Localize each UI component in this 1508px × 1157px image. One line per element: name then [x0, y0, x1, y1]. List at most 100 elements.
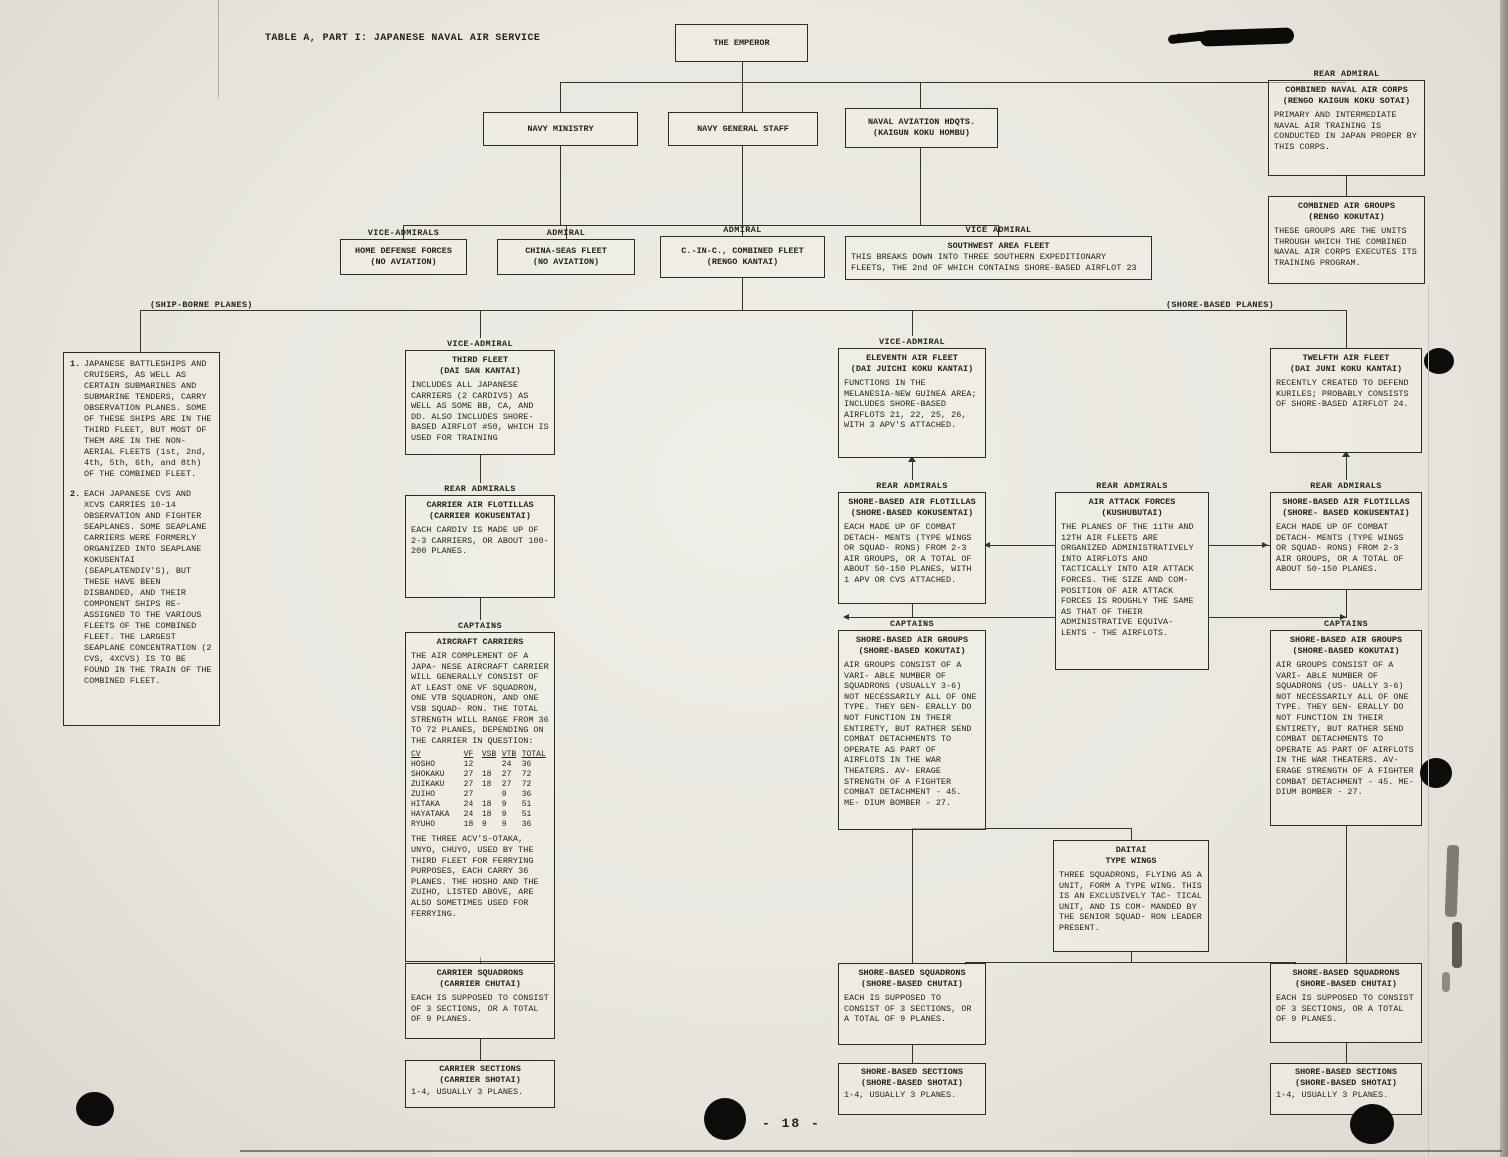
table-cell: 18	[481, 800, 492, 810]
connector-line	[480, 1039, 481, 1060]
node-naval-aviation-hq: NAVAL AVIATION HDQTS. (KAIGUN KOKU HOMBU…	[845, 108, 998, 148]
node-body: RECENTLY CREATED TO DEFEND KURILES; PROB…	[1276, 378, 1409, 410]
node-subtitle: (RENGO KANTAI)	[706, 257, 779, 267]
node-subtitle: (KAIGUN KOKU HOMBU)	[873, 128, 970, 138]
table-cell: 12	[463, 760, 474, 770]
node-subtitle: (DAI JUICHI KOKU KANTAI)	[850, 364, 974, 374]
connector-line	[1346, 176, 1347, 196]
connector-line	[998, 225, 999, 236]
node-title: SHORE-BASED SQUADRONS	[1292, 968, 1400, 978]
node-body: THIS BREAKS DOWN INTO THREE SOUTHERN EXP…	[851, 252, 1137, 273]
table-cell: 51	[521, 810, 532, 820]
node-title: TWELFTH AIR FLEET	[1302, 353, 1390, 363]
table-cell: 24	[463, 810, 474, 820]
connector-line	[920, 82, 921, 108]
redaction-blob	[1199, 27, 1295, 47]
node-carrier-air-flotillas: REAR ADMIRALS CARRIER AIR FLOTILLAS (CAR…	[405, 483, 555, 598]
arrow-left-icon	[843, 614, 849, 620]
node-title: COMBINED AIR GROUPS	[1298, 201, 1395, 211]
table-header-cell: TOTAL	[521, 750, 546, 760]
node-title: C.-IN-C., COMBINED FLEET	[681, 246, 804, 256]
node-title: NAVY GENERAL STAFF	[697, 123, 789, 134]
connector-line	[560, 146, 561, 225]
table-cell: 9	[481, 820, 487, 830]
node-shore-based-air-groups-12: CAPTAINS SHORE-BASED AIR GROUPS (SHORE-B…	[1270, 618, 1422, 826]
node-shore-based-squadrons-11: SHORE-BASED SQUADRONS (SHORE-BASED CHUTA…	[838, 963, 986, 1045]
connector-line	[845, 617, 1055, 618]
node-subtitle: (SHORE-BASED KOKUTAI)	[858, 646, 966, 656]
node-subtitle: (CARRIER CHUTAI)	[439, 979, 521, 989]
node-title: SHORE-BASED AIR GROUPS	[855, 635, 969, 645]
ink-smudge	[1452, 922, 1462, 968]
connector-line	[560, 82, 1346, 83]
node-body: INCLUDES ALL JAPANESE CARRIERS (2 CARDIV…	[411, 380, 549, 443]
node-subtitle: (KUSHUBUTAI)	[1101, 508, 1163, 518]
node-body: AIR GROUPS CONSIST OF A VARI- ABLE NUMBE…	[844, 660, 977, 808]
arrow-up-icon	[1342, 451, 1350, 457]
node-navy-general-staff: NAVY GENERAL STAFF	[668, 112, 818, 146]
connector-line	[742, 278, 743, 310]
ink-smudge	[1442, 972, 1450, 992]
table-cell: SHOKAKU	[411, 770, 445, 780]
connector-line	[912, 458, 913, 480]
node-air-attack-forces: REAR ADMIRALS AIR ATTACK FORCES (KUSHUBU…	[1055, 480, 1209, 670]
table-cell: 36	[521, 790, 532, 800]
table-header-cell: VTB	[501, 750, 517, 760]
table-cell: 24	[463, 800, 474, 810]
table-cell: 9	[501, 800, 507, 810]
node-title: SHORE-BASED SQUADRONS	[858, 968, 966, 978]
branch-label-shore-based: (SHORE-BASED PLANES)	[1166, 300, 1275, 310]
node-shore-based-sections-11: SHORE-BASED SECTIONS (SHORE-BASED SHOTAI…	[838, 1063, 986, 1115]
table-header-cell: VF	[463, 750, 474, 760]
connector-line	[140, 310, 1346, 311]
rank-label: ADMIRAL	[546, 228, 586, 238]
table-cell: 36	[521, 760, 532, 770]
page-title: TABLE A, PART I: JAPANESE NAVAL AIR SERV…	[265, 33, 541, 44]
rank-label: CAPTAINS	[457, 621, 502, 631]
node-title: THE EMPEROR	[713, 37, 770, 48]
node-title: THIRD FLEET	[451, 355, 509, 365]
table-cell: 27	[501, 780, 512, 790]
node-combined-naval-air-corps: REAR ADMIRAL COMBINED NAVAL AIR CORPS (R…	[1268, 68, 1425, 176]
node-body: EACH MADE UP OF COMBAT DETACH- MENTS (TY…	[844, 522, 972, 585]
table-cell: RYUHO	[411, 820, 436, 830]
node-china-seas-fleet: ADMIRAL CHINA-SEAS FLEET (NO AVIATION)	[497, 227, 635, 275]
connector-line	[742, 62, 743, 112]
node-title: DAITAI	[1115, 845, 1147, 855]
node-title: SHORE-BASED AIR FLOTILLAS	[848, 497, 976, 507]
connector-line	[560, 82, 561, 112]
ink-blot	[704, 1098, 746, 1140]
rank-label: REAR ADMIRALS	[1310, 481, 1382, 491]
connector-line	[920, 148, 921, 225]
table-cell: 9	[501, 790, 507, 800]
arrow-left-icon	[984, 542, 990, 548]
node-subtitle: (SHORE- BASED KOKUSENTAI)	[1282, 508, 1410, 518]
table-cell: HOSHO	[411, 760, 436, 770]
rank-label: REAR ADMIRALS	[876, 481, 948, 491]
arrow-up-icon	[908, 456, 916, 462]
node-home-defense-forces: VICE-ADMIRALS HOME DEFENSE FORCES (NO AV…	[340, 227, 467, 275]
branch-label-ship-borne: (SHIP-BORNE PLANES)	[150, 300, 253, 310]
node-title: SOUTHWEST AREA FLEET	[947, 241, 1050, 251]
connector-line	[1209, 617, 1346, 618]
connector-line	[480, 310, 481, 338]
connector-line	[480, 598, 481, 620]
table-cell: 72	[521, 770, 532, 780]
table-cell: 24	[501, 760, 512, 770]
node-title: SHORE-BASED SECTIONS	[860, 1067, 964, 1077]
node-shore-based-air-flotillas-11: REAR ADMIRALS SHORE-BASED AIR FLOTILLAS …	[838, 480, 986, 604]
node-subtitle: (NO AVIATION)	[532, 257, 600, 267]
node-subtitle: (DAI JUNI KOKU KANTAI)	[1289, 364, 1403, 374]
node-subtitle: (CARRIER SHOTAI)	[439, 1075, 521, 1085]
node-footnotes: 1. JAPANESE BATTLESHIPS AND CRUISERS, AS…	[63, 352, 220, 726]
footnote-number: 2.	[70, 489, 81, 499]
table-cell: 18	[481, 770, 492, 780]
node-subtitle: (DAI SAN KANTAI)	[439, 366, 521, 376]
node-subtitle: (RENGO KAIGUN KOKU SOTAI)	[1282, 96, 1411, 106]
connector-line	[403, 225, 998, 226]
node-title: COMBINED NAVAL AIR CORPS	[1285, 85, 1408, 95]
